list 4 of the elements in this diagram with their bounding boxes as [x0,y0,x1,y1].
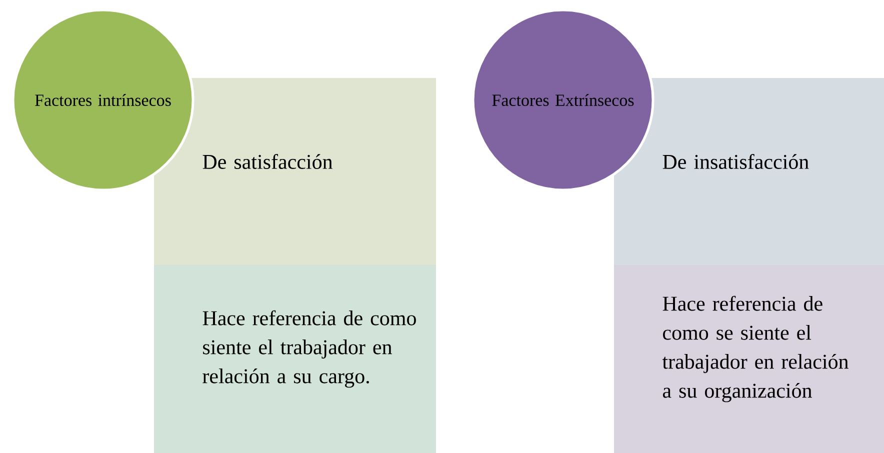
description-panel: Hace referencia de como se siente el trabajador en relación a su organización [614,265,884,453]
circle-badge: Factores intrínsecos [12,8,194,192]
description-panel: Hace referencia de como siente el trabajador en relación a su cargo. [154,265,436,453]
circle-badge: Factores Extrínsecos [472,8,654,192]
